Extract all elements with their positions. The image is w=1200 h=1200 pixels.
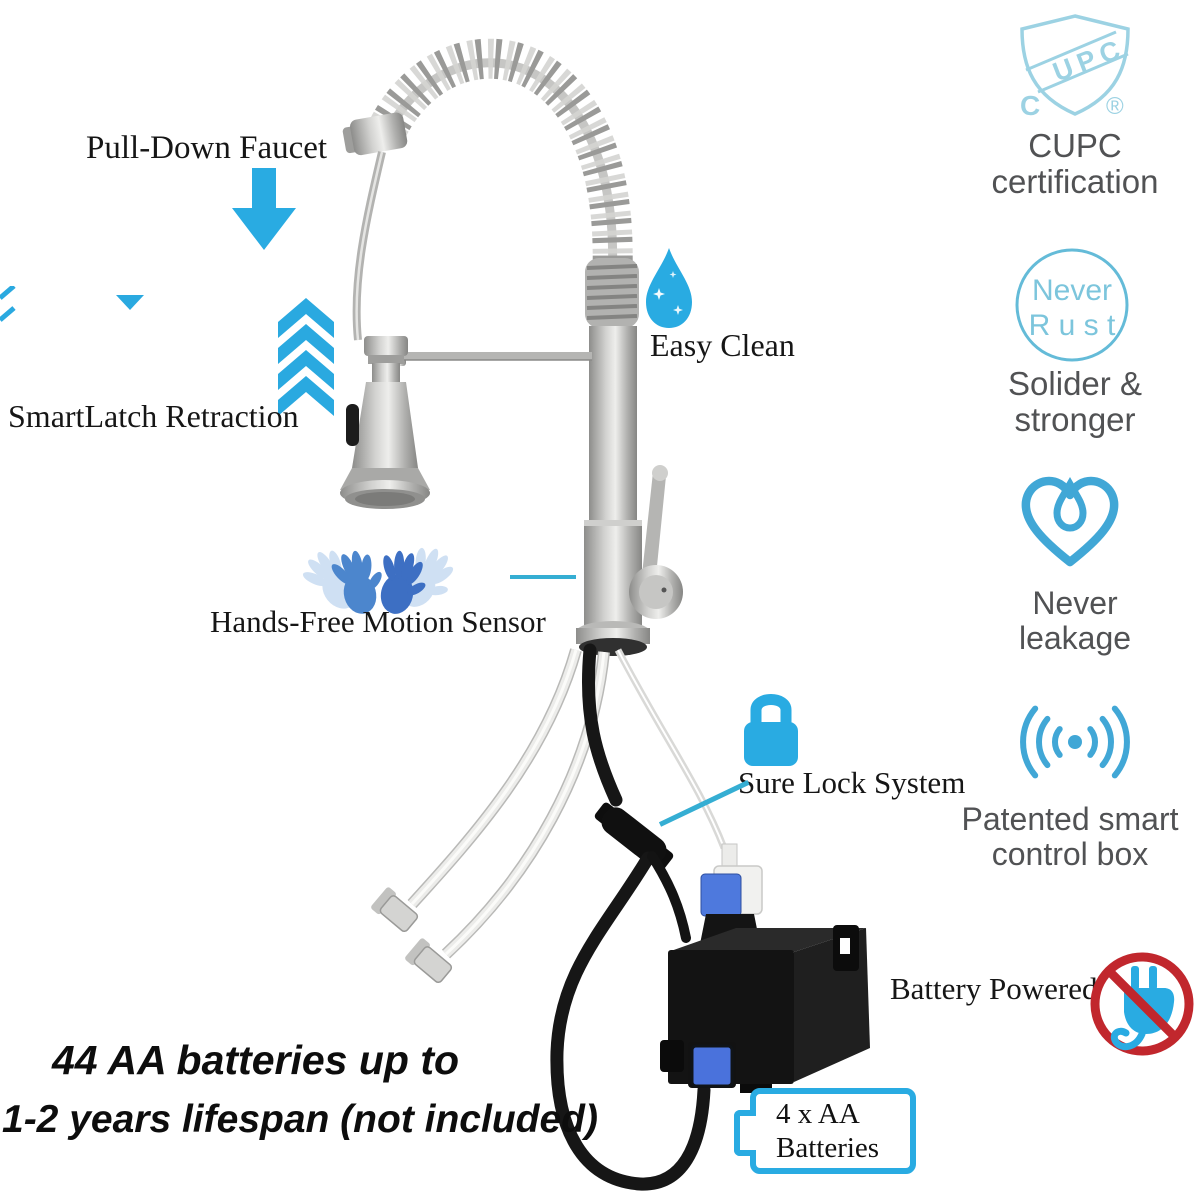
cupc-shield-icon: UPC C ® bbox=[1020, 14, 1130, 121]
bottom-note-line2: 1-2 years lifespan (not included) bbox=[2, 1098, 598, 1141]
spray-head bbox=[340, 336, 430, 509]
spring-coil-highlight bbox=[365, 38, 633, 297]
battery-terminal-nub bbox=[734, 1110, 756, 1156]
chevrons-up-icon bbox=[278, 298, 334, 416]
smartlatch-label: SmartLatch Retraction bbox=[8, 398, 299, 434]
never-leakage-caption: Never leakage bbox=[955, 585, 1195, 657]
heart-drop-icon bbox=[1021, 476, 1119, 567]
never-rust-line2: R u s t bbox=[1029, 309, 1116, 342]
pull-down-faucet-label: Pull-Down Faucet bbox=[86, 130, 328, 166]
never-leakage-caption-line1: Never bbox=[1032, 585, 1118, 621]
smart-control-caption-line2: control box bbox=[991, 836, 1149, 873]
faucet-handle bbox=[629, 465, 683, 619]
smart-control-caption: Patented smart control box bbox=[950, 801, 1190, 873]
edge-chevron-sliver-icon bbox=[0, 286, 16, 322]
support-arm bbox=[390, 344, 592, 366]
smart-control-caption-line1: Patented smart bbox=[961, 801, 1179, 837]
battery-count-box: 4 x AA Batteries bbox=[750, 1088, 916, 1174]
never-rust-caption: Solider & stronger bbox=[955, 365, 1195, 439]
spring-tight-coil bbox=[585, 258, 639, 328]
hands-free-label: Hands-Free Motion Sensor bbox=[210, 604, 546, 639]
sure-lock-label: Sure Lock System bbox=[738, 765, 966, 800]
cupc-caption: CUPC certification bbox=[955, 127, 1195, 201]
supply-hose-right bbox=[405, 651, 610, 984]
never-rust-caption-line1: Solider & bbox=[1008, 365, 1142, 402]
left-drop-hose-highlight bbox=[355, 151, 384, 341]
faucet-body bbox=[576, 326, 650, 656]
shield-right-text: ® bbox=[1106, 93, 1124, 120]
hands-free-pointer-line bbox=[510, 575, 576, 579]
arrow-down-icon bbox=[232, 168, 296, 250]
box-bottom-connector bbox=[690, 1044, 734, 1088]
never-rust-caption-line2: stronger bbox=[1014, 401, 1136, 439]
sprayer-hose bbox=[550, 643, 711, 1191]
bottom-note-line1: 44 AA batteries up to bbox=[52, 1037, 460, 1083]
signal-icon bbox=[1020, 705, 1130, 779]
small-triangle-icon bbox=[116, 295, 144, 310]
water-drop-icon bbox=[646, 248, 692, 328]
cupc-caption-line1: CUPC bbox=[1028, 127, 1122, 164]
never-rust-circle-icon: Never R u s t bbox=[1015, 248, 1129, 362]
spray-head-button bbox=[346, 404, 359, 446]
never-leakage-caption-line2: leakage bbox=[1018, 620, 1132, 657]
battery-box-line2: Batteries bbox=[776, 1132, 880, 1164]
battery-powered-label: Battery Powered bbox=[890, 971, 1098, 1006]
left-drop-hose bbox=[352, 151, 386, 341]
easy-clean-label: Easy Clean bbox=[650, 327, 795, 363]
sensor-tube-highlight bbox=[617, 649, 725, 849]
control-box bbox=[660, 925, 870, 1093]
no-plug-icon bbox=[1090, 952, 1194, 1056]
battery-box-line1: 4 x AA bbox=[776, 1098, 860, 1130]
never-rust-line1: Never bbox=[1032, 274, 1112, 307]
spring-left-fitting bbox=[342, 112, 408, 156]
shield-left-text: C bbox=[1020, 90, 1040, 121]
spring-coil bbox=[365, 38, 633, 297]
lock-icon bbox=[744, 694, 798, 766]
supply-hose-left bbox=[371, 648, 582, 933]
cupc-caption-line2: certification bbox=[991, 163, 1159, 201]
